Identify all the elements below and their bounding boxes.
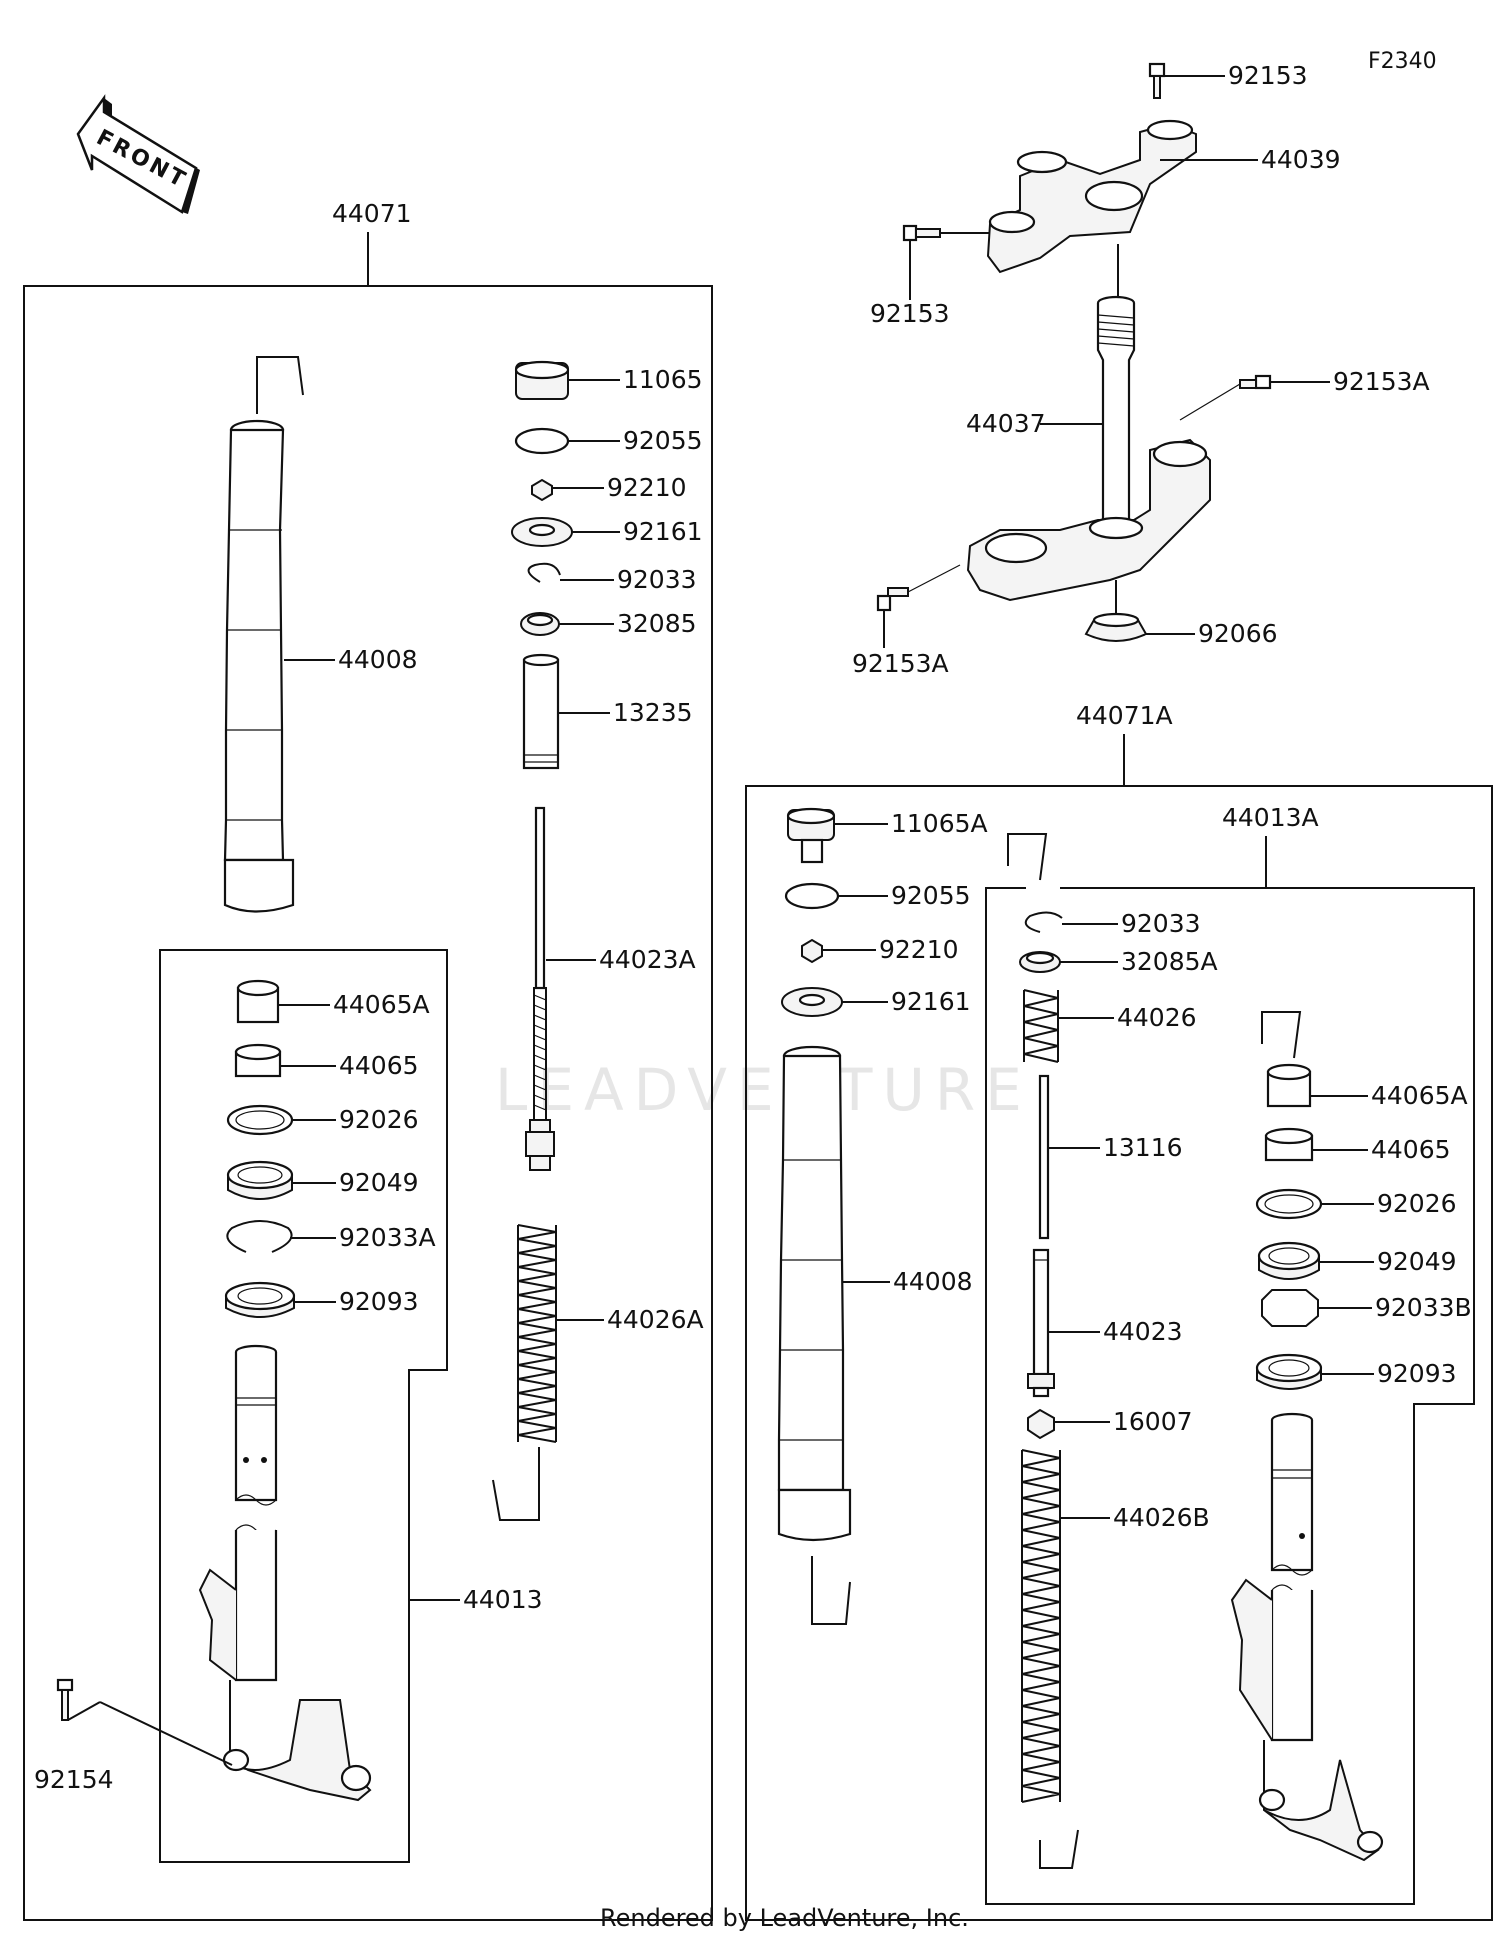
subassembly-44013-box [159, 949, 448, 1863]
part-inner-tube-left [198, 1344, 372, 1802]
label-32085A: 32085A [1121, 947, 1218, 976]
part-92049-left [226, 1160, 294, 1200]
label-44026A: 44026A [607, 1305, 704, 1334]
part-92033A [226, 1220, 293, 1253]
assembly-44071A: 44071A 11065A 92055 92210 92161 [745, 701, 1493, 1921]
label-92210-right: 92210 [879, 935, 959, 964]
part-92033-right [1024, 911, 1063, 933]
part-11065 [514, 360, 620, 400]
part-92055-right [784, 882, 840, 910]
label-92033A: 92033A [339, 1223, 436, 1252]
label-44065-left: 44065 [339, 1051, 419, 1080]
label-44071: 44071 [332, 199, 412, 228]
label-16007: 16007 [1113, 1407, 1193, 1436]
part-inner-tube-right [1230, 1412, 1384, 1862]
assembly-44071: 44071 44008 11065 92055 92210 [23, 199, 713, 1921]
label-44013: 44013 [463, 1585, 543, 1614]
label-32085-left: 32085 [617, 609, 697, 638]
label-92055-right: 92055 [891, 881, 971, 910]
label-13116: 13116 [1103, 1133, 1183, 1162]
label-44026B: 44026B [1113, 1503, 1210, 1532]
part-92093-right [1255, 1353, 1323, 1390]
label-92033B: 92033B [1375, 1293, 1472, 1322]
label-92033-left: 92033 [617, 565, 697, 594]
label-44026: 44026 [1117, 1003, 1197, 1032]
part-11065A [786, 807, 836, 864]
part-13116 [1038, 1074, 1050, 1240]
part-44065-right [1264, 1127, 1314, 1162]
part-92026-left [226, 1104, 294, 1136]
label-92049-left: 92049 [339, 1168, 419, 1197]
label-44071A: 44071A [1076, 701, 1173, 730]
label-92093-left: 92093 [339, 1287, 419, 1316]
part-44026A [492, 1224, 557, 1521]
part-44008-left [223, 356, 335, 913]
part-92049-right [1257, 1241, 1321, 1280]
label-11065: 11065 [623, 365, 703, 394]
part-44008-right [777, 1045, 852, 1625]
label-44008-right: 44008 [893, 1267, 973, 1296]
part-32085-left [520, 612, 560, 636]
watermark-text: LEADVENTURE [495, 1056, 1032, 1124]
label-44023: 44023 [1103, 1317, 1183, 1346]
part-44065-left [234, 1043, 282, 1078]
part-92161-left [511, 517, 573, 547]
label-92026-left: 92026 [339, 1105, 419, 1134]
label-44065-right: 44065 [1371, 1135, 1451, 1164]
part-92026-right [1255, 1188, 1323, 1220]
part-44026B [1021, 1449, 1079, 1869]
steering-stem-assembly: 44037 92153A 92153A 92066 [852, 295, 1430, 678]
label-44013A: 44013A [1222, 803, 1319, 832]
part-92055-left [514, 427, 570, 455]
part-13235 [522, 653, 560, 770]
label-44039: 44039 [1261, 145, 1341, 174]
label-92093-right: 92093 [1377, 1359, 1457, 1388]
part-32085A [1019, 951, 1061, 973]
front-arrow-icon: FRONT [76, 94, 200, 214]
label-92153-top: 92153 [1228, 61, 1308, 90]
label-44065A-right: 44065A [1371, 1081, 1468, 1110]
label-92066: 92066 [1198, 619, 1278, 648]
footer-credit: Rendered by LeadVenture, Inc. [600, 1904, 969, 1932]
label-44065A-left: 44065A [333, 990, 430, 1019]
label-92049-right: 92049 [1377, 1247, 1457, 1276]
label-92033-right: 92033 [1121, 909, 1201, 938]
label-92161-left: 92161 [623, 517, 703, 546]
label-92161-right: 92161 [891, 987, 971, 1016]
part-92033-left [527, 562, 561, 583]
label-92153A-left: 92153A [852, 649, 949, 678]
diagram-code: F2340 [1368, 49, 1437, 74]
label-44008-left: 44008 [338, 645, 418, 674]
part-92066 [1084, 612, 1148, 642]
part-92210-right [801, 938, 823, 964]
part-44023A [525, 806, 555, 1171]
label-92154: 92154 [34, 1765, 114, 1794]
part-44023 [1027, 1248, 1055, 1398]
part-92161-right [781, 987, 843, 1017]
subassembly-44013A-box [985, 887, 1475, 1905]
label-92153-left: 92153 [870, 299, 950, 328]
part-92033B [1261, 1289, 1319, 1327]
part-44026 [1023, 989, 1059, 1063]
label-92153A-right: 92153A [1333, 367, 1430, 396]
part-92093-left [224, 1281, 296, 1318]
label-92026-right: 92026 [1377, 1189, 1457, 1218]
label-92210-left: 92210 [607, 473, 687, 502]
label-92055-left: 92055 [623, 426, 703, 455]
part-16007 [1027, 1408, 1055, 1440]
top-triple-clamp: 92153 44039 92153 [870, 61, 1341, 328]
part-92210-left [531, 478, 553, 502]
label-11065A: 11065A [891, 809, 988, 838]
part-92154 [56, 1678, 233, 1766]
label-44037: 44037 [966, 409, 1046, 438]
part-44065A-right [1266, 1063, 1312, 1108]
label-13235: 13235 [613, 698, 693, 727]
part-44065A-left [236, 979, 280, 1024]
label-44023A: 44023A [599, 945, 696, 974]
